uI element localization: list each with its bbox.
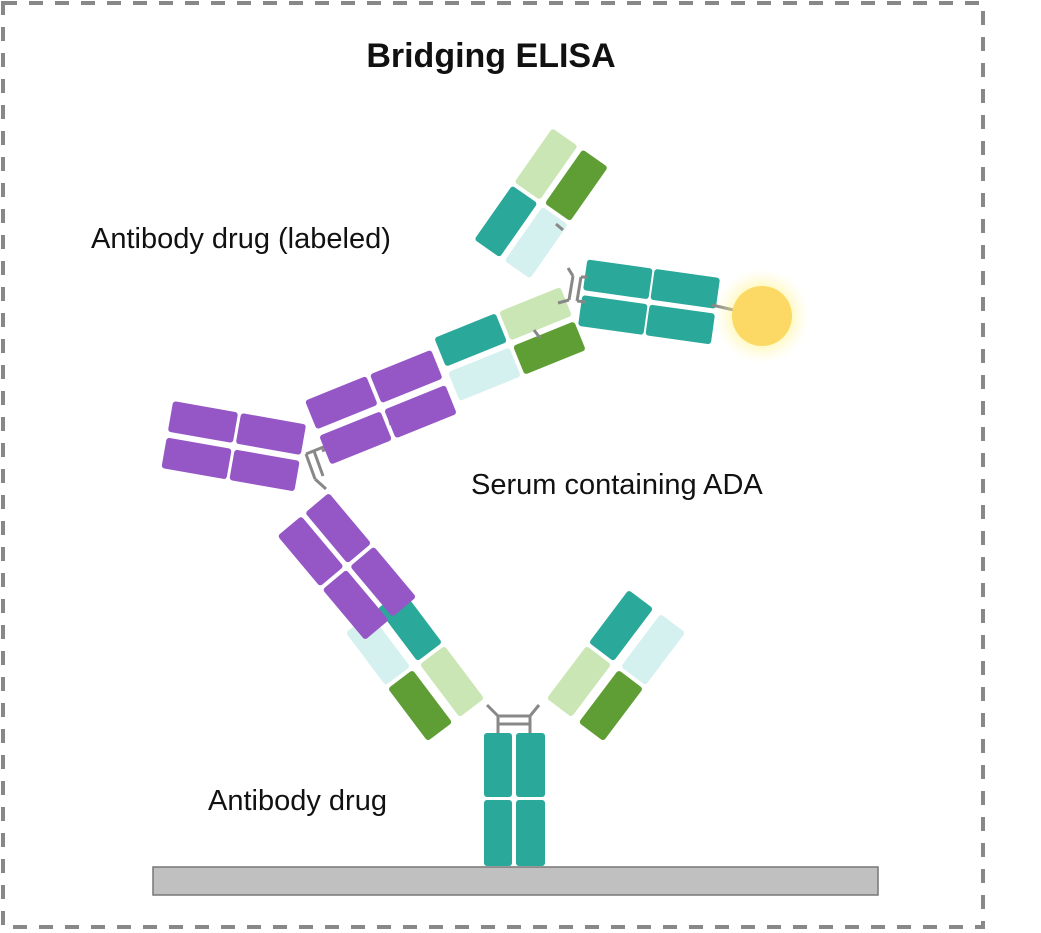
labeled-antibody-drug [435,129,739,401]
label-tag-icon [732,286,792,346]
serum-label: Serum containing ADA [471,469,763,501]
labeled-drug-label: Antibody drug (labeled) [91,223,391,255]
dashed-frame [1,1,985,929]
capture-antibody-drug [346,591,685,866]
diagram-title: Bridging ELISA [366,37,615,75]
anti-drug-antibody [161,350,456,639]
plate-surface [152,866,879,896]
capture-drug-label: Antibody drug [208,785,387,817]
